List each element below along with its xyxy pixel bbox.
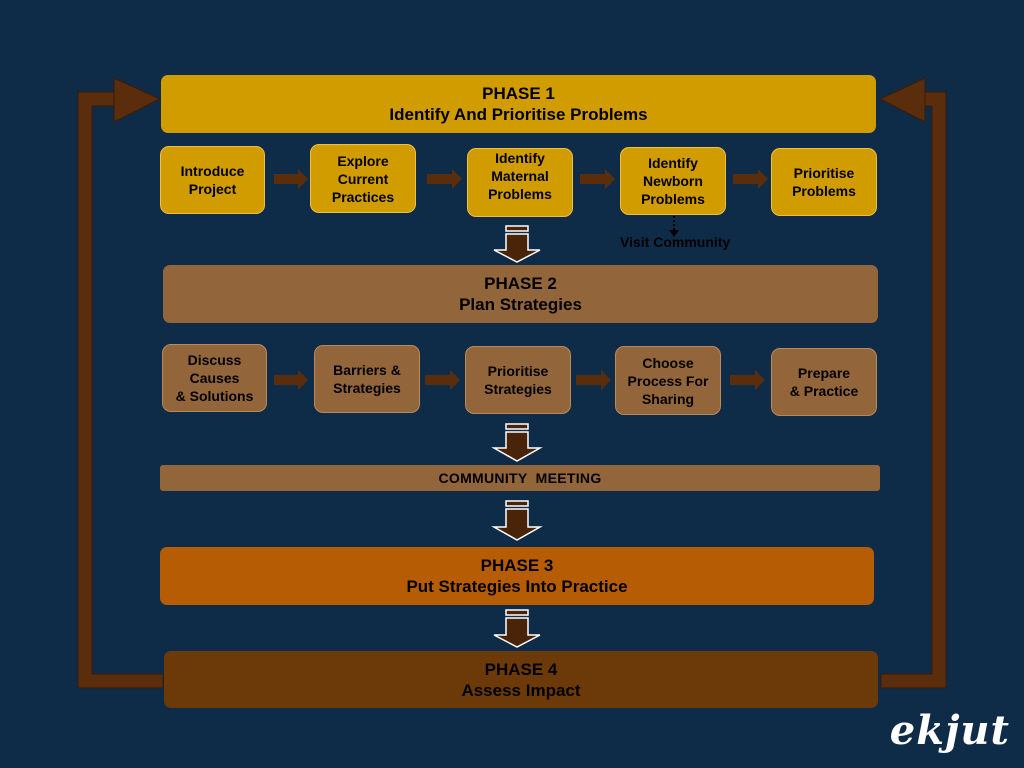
- down-arrow-3: [491, 500, 543, 541]
- arrow-p2-4: [730, 370, 765, 390]
- arrow-p2-3: [576, 370, 611, 390]
- step-prioritise-problems: Prioritise Problems: [771, 148, 877, 216]
- phase2-title: PHASE 2: [484, 274, 557, 293]
- visit-community-note: Visit Community: [620, 234, 731, 250]
- step-introduce-project: Introduce Project: [160, 146, 265, 214]
- visit-community-arrow: [669, 216, 679, 237]
- phase1-banner: PHASE 1 Identify And Prioritise Problems: [161, 75, 876, 133]
- step-prioritise-strategies: Prioritise Strategies: [465, 346, 571, 414]
- step-prepare-practice: Prepare & Practice: [771, 348, 877, 416]
- phase2-subtitle: Plan Strategies: [459, 295, 582, 314]
- community-meeting-bar: COMMUNITY MEETING: [160, 465, 880, 491]
- step-discuss-causes: Discuss Causes & Solutions: [162, 344, 267, 412]
- down-arrow-1: [493, 225, 541, 263]
- arrow-p1-1: [274, 169, 308, 189]
- phase4-banner: PHASE 4 Assess Impact: [164, 651, 878, 708]
- step-identify-maternal-problems: Identify Maternal Problems: [467, 148, 573, 217]
- phase4-subtitle: Assess Impact: [461, 680, 581, 700]
- arrow-p1-2: [427, 169, 462, 189]
- down-arrow-2: [491, 423, 543, 462]
- arrow-p2-2: [425, 370, 460, 390]
- arrow-p2-1: [274, 370, 308, 390]
- down-arrow-4: [493, 609, 541, 648]
- step-barriers-strategies: Barriers & Strategies: [314, 345, 420, 413]
- step-choose-process: Choose Process For Sharing: [615, 346, 721, 415]
- phase1-title: PHASE 1: [482, 84, 555, 103]
- phase2-banner: PHASE 2 Plan Strategies: [163, 265, 878, 323]
- phase3-subtitle: Put Strategies Into Practice: [406, 577, 628, 596]
- step-explore-current-practices: Explore Current Practices: [310, 144, 416, 213]
- phase3-banner: PHASE 3 Put Strategies Into Practice: [160, 547, 874, 605]
- left-loop-arrow: [77, 77, 164, 689]
- ekjut-logo: ekjut: [889, 707, 1010, 754]
- phase4-title: PHASE 4: [484, 659, 558, 679]
- phase3-title: PHASE 3: [480, 556, 554, 575]
- phase1-subtitle: Identify And Prioritise Problems: [389, 105, 648, 124]
- arrow-p1-4: [733, 169, 768, 189]
- arrow-p1-3: [580, 169, 615, 189]
- right-loop-arrow: [878, 77, 947, 689]
- step-identify-newborn-problems: Identify Newborn Problems: [620, 147, 726, 215]
